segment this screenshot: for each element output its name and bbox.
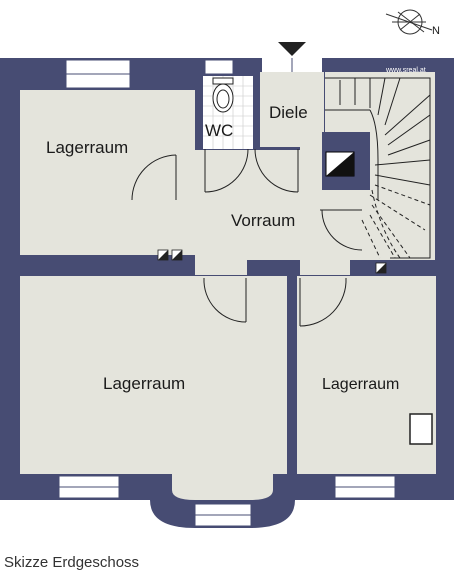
- label-lagerraum-top-left: Lagerraum: [46, 138, 128, 157]
- door-swings: [131, 148, 363, 327]
- compass-north-label: N: [432, 25, 440, 37]
- label-diele: Diele: [269, 103, 308, 122]
- vents: [157, 249, 387, 274]
- entrance-arrow-icon: [278, 42, 306, 56]
- label-lagerraum-bottom-left: Lagerraum: [103, 374, 185, 393]
- plan-caption: Skizze Erdgeschoss: [4, 554, 140, 571]
- windows: [58, 59, 433, 527]
- label-lagerraum-bottom-right: Lagerraum: [322, 376, 399, 393]
- room-floors: [20, 72, 436, 500]
- floor-diele: [260, 72, 324, 147]
- website-label: www.sreal.at: [385, 67, 426, 74]
- compass-icon: [385, 9, 433, 35]
- toilet-icon: [212, 77, 234, 113]
- label-vorraum: Vorraum: [231, 211, 295, 230]
- label-wc: WC: [205, 121, 233, 140]
- chimney: [322, 132, 370, 190]
- staircase-steps: [325, 77, 431, 259]
- floor-lagerraum-bottom-left: [20, 276, 287, 474]
